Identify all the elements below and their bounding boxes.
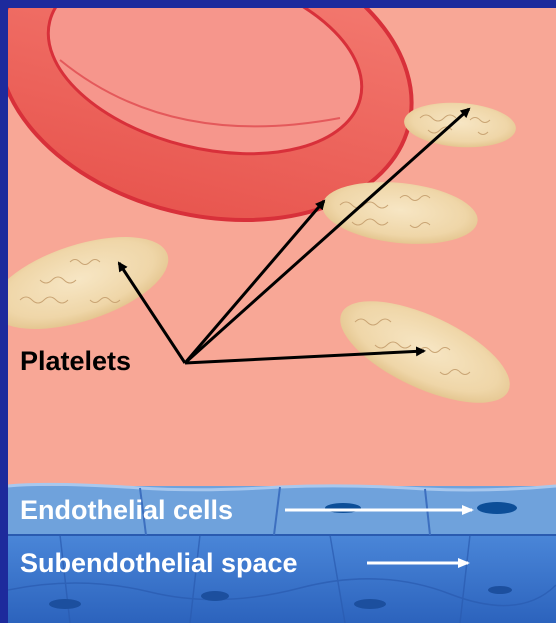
endothelial-cells-label: Endothelial cells — [20, 497, 233, 524]
endothelial-nucleus — [477, 502, 517, 514]
platelets-label: Platelets — [20, 348, 131, 375]
subendothelial-space-label: Subendothelial space — [20, 550, 298, 577]
